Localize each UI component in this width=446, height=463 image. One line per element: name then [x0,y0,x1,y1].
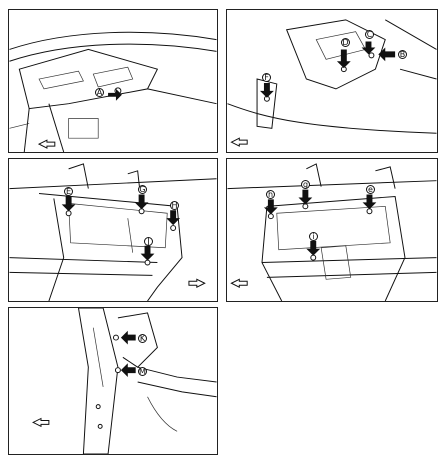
label-h: H [170,201,179,210]
panel-2: D C B F [226,9,438,153]
label-f: F [262,73,271,82]
label-b: B [398,50,407,59]
panel-5: K M [8,307,218,455]
callout-arrow-i [306,240,321,256]
panel-1-drawing [9,31,217,152]
panel-5-drawing [31,308,217,454]
panel-1: A [8,9,218,153]
callout-arrow-m [120,363,136,378]
panel-2-drawing [227,19,437,147]
label-i: i [309,232,318,241]
callout-arrow-e [61,196,76,212]
callout-arrow-f [260,82,274,98]
callout-arrow-j [140,245,155,261]
label-e: E [64,187,73,196]
label-k: K [138,334,147,343]
view-direction-arrow-3 [188,278,206,288]
callout-arrow-g-lower [298,189,313,205]
callout-arrow-h-lower [263,199,278,215]
label-g: G [138,185,147,194]
label-g-lower: g [301,180,310,189]
label-d: D [341,38,350,47]
panel-3: E G H J [8,158,218,302]
label-e-lower: e [366,185,375,194]
panel-3-drawing [9,163,217,301]
panel-4: h g e i [226,158,438,302]
view-direction-arrow-1 [37,139,56,149]
label-j: J [144,237,153,246]
callout-arrow-a [108,88,122,101]
view-direction-arrow-5 [31,417,50,428]
callout-arrow-e-lower [362,194,377,210]
label-a: A [95,88,104,97]
callout-arrow-c [361,41,376,55]
callout-arrow-d [336,49,351,69]
callout-arrow-g [134,194,149,210]
label-m: M [138,367,147,376]
callout-arrow-h [166,210,181,226]
panel-4-drawing [227,163,437,301]
callout-arrow-b [378,47,396,62]
label-h-lower: h [266,190,275,199]
view-direction-arrow-2 [230,137,248,147]
callout-arrow-k [120,330,136,345]
label-c: C [365,30,374,39]
view-direction-arrow-4 [230,278,248,288]
